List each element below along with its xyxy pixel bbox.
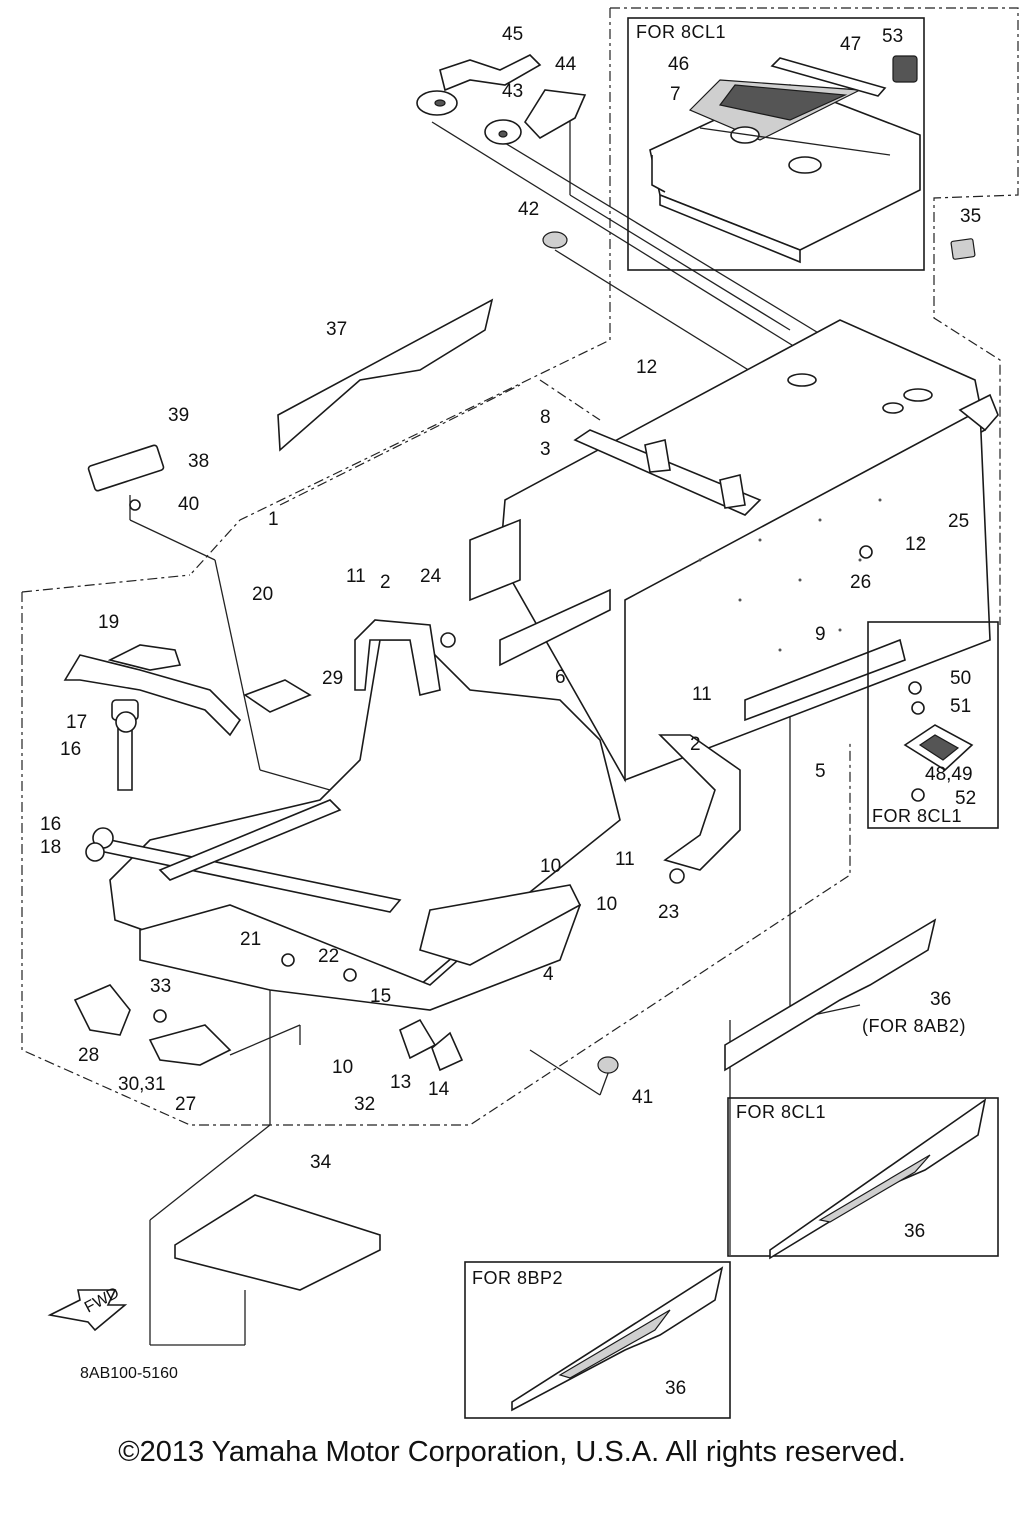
callout-11c: 11 (615, 849, 635, 870)
callout-2a: 2 (380, 572, 391, 593)
box-right-8cl1 (867, 621, 999, 829)
callout-20: 20 (252, 584, 273, 605)
box-label-lower-right: FOR 8CL1 (736, 1102, 826, 1122)
callout-35: 35 (960, 206, 981, 227)
callout-19: 19 (98, 612, 119, 633)
callout-2b: 2 (690, 734, 701, 755)
callout-52: 52 (955, 788, 976, 809)
callout-21: 21 (240, 929, 261, 950)
callout-46: 46 (668, 54, 689, 75)
callout-6: 6 (555, 667, 566, 688)
callout-53: 53 (882, 26, 903, 47)
callout-11a: 11 (346, 566, 366, 587)
callout-16b: 16 (40, 814, 61, 835)
callout-43: 43 (502, 81, 523, 102)
callout-50: 50 (950, 668, 971, 689)
callout-44: 44 (555, 54, 577, 75)
callout-41: 41 (632, 1087, 653, 1108)
front-frame (47, 444, 873, 1332)
callout-16a: 16 (60, 739, 81, 760)
callout-33: 33 (150, 976, 171, 997)
callout-13: 13 (390, 1072, 411, 1093)
part-callouts: 1 2 2 3 4 5 6 7 8 9 10 10 10 11 11 11 12… (40, 24, 981, 1399)
callout-25: 25 (948, 511, 969, 532)
box-label-top: FOR 8CL1 (636, 22, 726, 42)
callout-10a: 10 (540, 856, 561, 877)
callout-27: 27 (175, 1094, 196, 1115)
callout-3: 3 (540, 439, 551, 460)
callout-32: 32 (354, 1094, 375, 1115)
callout-28: 28 (78, 1045, 99, 1066)
callout-39: 39 (168, 405, 189, 426)
callout-12a: 12 (636, 357, 657, 378)
callout-14: 14 (428, 1079, 450, 1100)
box-labels: FOR 8CL1 FOR 8CL1 FOR 8CL1 FOR 8BP2 (FOR… (80, 22, 966, 1382)
callout-51: 51 (950, 696, 971, 717)
top-small-parts (277, 54, 976, 452)
box-lower-mid-8bp2 (464, 1261, 731, 1419)
callout-23: 23 (658, 902, 679, 923)
callout-36b: 36 (904, 1221, 925, 1242)
rear-tunnel (469, 319, 999, 1072)
callout-10c: 10 (332, 1057, 353, 1078)
callout-8: 8 (540, 407, 551, 428)
callout-29: 29 (322, 668, 343, 689)
callout-48-49: 48,49 (925, 764, 973, 785)
callout-45: 45 (502, 24, 523, 45)
callout-5: 5 (815, 761, 826, 782)
callout-7: 7 (670, 84, 681, 105)
callout-36c: 36 (665, 1378, 686, 1399)
callout-15: 15 (370, 986, 391, 1007)
callout-17: 17 (66, 712, 87, 733)
callout-10b: 10 (596, 894, 617, 915)
callout-26: 26 (850, 572, 871, 593)
callout-12b: 12 (905, 534, 926, 555)
box-lower-right-8cl1 (727, 1097, 999, 1260)
callout-30-31: 30,31 (118, 1074, 166, 1095)
callout-37: 37 (326, 319, 347, 340)
callout-22: 22 (318, 946, 339, 967)
callout-34: 34 (310, 1152, 332, 1173)
callout-4: 4 (543, 964, 554, 985)
callout-1: 1 (268, 509, 279, 530)
callout-38: 38 (188, 451, 209, 472)
callout-24: 24 (420, 566, 442, 587)
callout-9: 9 (815, 624, 826, 645)
box-label-right: FOR 8CL1 (872, 806, 962, 826)
box-label-lower-mid: FOR 8BP2 (472, 1268, 563, 1288)
callout-42: 42 (518, 199, 539, 220)
callout-47: 47 (840, 34, 861, 55)
callout-40: 40 (178, 494, 199, 515)
callout-11b: 11 (692, 684, 712, 705)
diagram-code: 8AB100-5160 (80, 1365, 178, 1382)
decal-note: (FOR 8AB2) (862, 1016, 966, 1036)
copyright-notice: ©2013 Yamaha Motor Corporation, U.S.A. A… (118, 1436, 906, 1468)
box-top-8cl1 (627, 17, 925, 271)
callout-36a: 36 (930, 989, 951, 1010)
reference-lines (21, 7, 1019, 1346)
callout-18: 18 (40, 837, 61, 858)
